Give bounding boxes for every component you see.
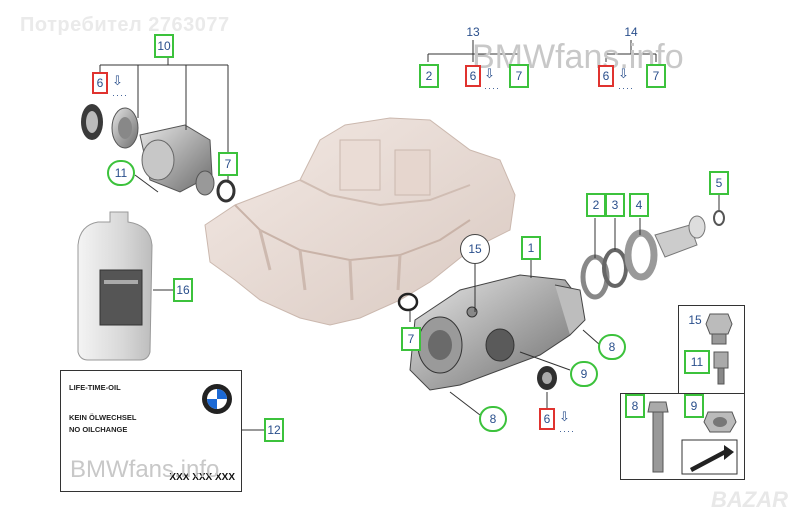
down-arrow-icon: ⇩ (484, 67, 495, 82)
oil-info-label: LIFE-TIME-OIL KEIN ÖLWECHSEL NO OILCHANG… (60, 370, 242, 492)
seal-set (580, 210, 725, 300)
callout-2a: 2 (419, 64, 439, 88)
callout-7c: 7 (646, 64, 666, 88)
callout-6b: 6 (465, 65, 481, 87)
dots-marker: ···· (618, 83, 634, 93)
screw-11-icon (713, 351, 729, 385)
bolt-8-icon (647, 401, 669, 473)
callout-11b: 11 (684, 350, 710, 374)
down-arrow-icon: ⇩ (618, 67, 629, 82)
callout-6c: 6 (598, 65, 614, 87)
callout-13: 13 (466, 25, 480, 39)
callout-8b: 8 (479, 406, 507, 432)
leader-lines (99, 40, 720, 431)
callout-12: 12 (264, 418, 284, 442)
callout-6d: 6 (539, 408, 555, 430)
label-line-1: LIFE-TIME-OIL (69, 383, 121, 392)
callout-14: 14 (624, 25, 638, 39)
callout-8a: 8 (598, 334, 626, 360)
bazar-watermark: BAZAR (711, 487, 788, 512)
callout-4: 4 (629, 193, 649, 217)
callout-7a: 7 (218, 152, 238, 176)
callout-7d: 7 (401, 327, 421, 351)
callout-2b: 2 (586, 193, 606, 217)
plug-15-icon (705, 313, 733, 345)
down-arrow-icon: ⇩ (112, 74, 123, 89)
dots-marker: ···· (559, 426, 575, 436)
callout-9a: 9 (570, 361, 598, 387)
down-arrow-icon: ⇩ (559, 410, 570, 425)
callout-15a: 15 (460, 234, 490, 264)
callout-3: 3 (605, 193, 625, 217)
hardware-drawings (647, 313, 738, 475)
front-differential (397, 274, 586, 391)
plug-9-icon (703, 411, 737, 433)
bmw-logo-icon (202, 384, 232, 414)
callout-15b: 15 (688, 313, 702, 327)
callout-9b: 9 (684, 394, 704, 418)
drive-flange-assembly (81, 104, 236, 203)
callout-6a: 6 (92, 72, 108, 94)
tighten-arrow-icon (681, 439, 738, 475)
user-watermark: Потребител 2763077 (20, 14, 230, 36)
callout-5: 5 (709, 171, 729, 195)
callout-10: 10 (154, 34, 174, 58)
oil-bottle (77, 211, 153, 361)
label-line-3: NO OILCHANGE (69, 425, 128, 434)
callout-7b: 7 (509, 64, 529, 88)
label-line-2: KEIN ÖLWECHSEL (69, 413, 137, 422)
callout-11a: 11 (107, 160, 135, 186)
callout-16: 16 (173, 278, 193, 302)
callout-8c: 8 (625, 394, 645, 418)
site-watermark-bottom: BMWfans.info (70, 456, 220, 483)
callout-1: 1 (521, 236, 541, 260)
dots-marker: ···· (484, 83, 500, 93)
oil-pan (204, 117, 516, 326)
dots-marker: ···· (112, 90, 128, 100)
label-serial: XXX XXX XXX (169, 472, 235, 483)
